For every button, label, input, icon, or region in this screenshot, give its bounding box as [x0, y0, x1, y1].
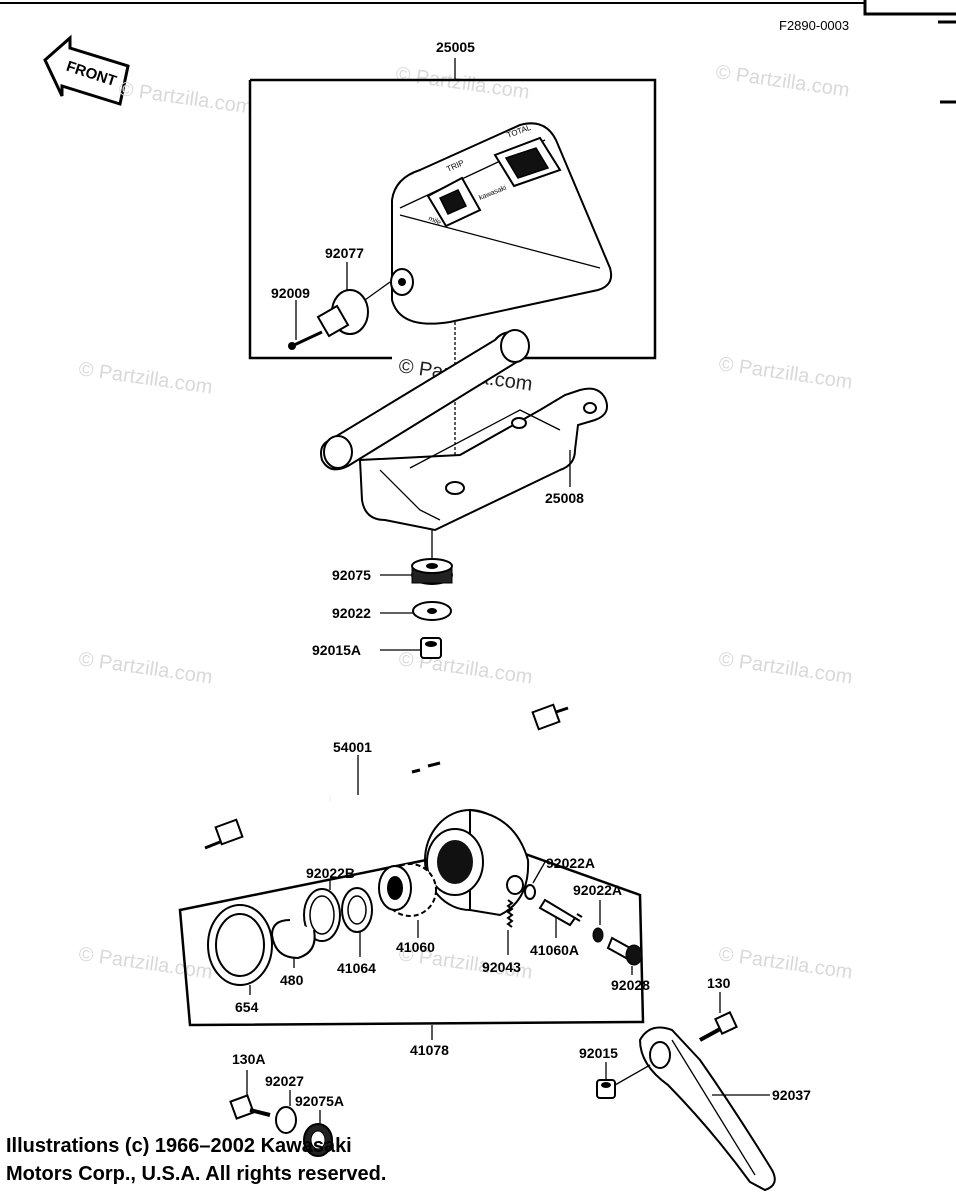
corner-mark — [863, 0, 956, 16]
spring-92043: 92043 — [482, 899, 521, 975]
svg-text:© Partzilla.com: © Partzilla.com — [717, 648, 854, 689]
bracket-25008: 25008 — [320, 329, 608, 532]
shaft-41060A: 41060A — [530, 898, 583, 958]
meter-housing: TRIP TOTAL mile kawasaki — [390, 122, 613, 325]
gear-41060: 41060 — [378, 863, 437, 955]
cable-54001: 54001 — [204, 703, 569, 850]
svg-text:© Partzilla.com: © Partzilla.com — [717, 353, 854, 394]
nut-92015: 92015 — [579, 1045, 651, 1099]
svg-text:480: 480 — [280, 972, 304, 988]
assembly-box-25005 — [248, 80, 392, 360]
ring-92022B: 92022B — [303, 865, 355, 942]
svg-text:41060A: 41060A — [530, 942, 579, 958]
svg-text:92022: 92022 — [332, 605, 371, 621]
grommet-92075A: 92075A — [295, 1093, 344, 1157]
svg-text:© Partzilla.com: © Partzilla.com — [397, 648, 534, 689]
svg-text:41064: 41064 — [337, 960, 376, 976]
diagram-code: F2890-0003 — [779, 18, 850, 33]
svg-text:41060: 41060 — [396, 939, 435, 955]
svg-text:92077: 92077 — [325, 245, 364, 261]
svg-text:130A: 130A — [232, 1051, 265, 1067]
svg-text:92028: 92028 — [611, 977, 650, 993]
washer-92022: 92022 — [332, 601, 452, 621]
svg-text:25008: 25008 — [545, 490, 584, 506]
front-arrow-icon: FRONT — [43, 34, 130, 106]
svg-text:© Partzilla.com: © Partzilla.com — [717, 943, 854, 984]
screw-92009: 92009 — [271, 285, 323, 350]
washer-92022A-2: 92022A — [573, 882, 622, 943]
total-window — [493, 136, 562, 188]
svg-text:92015A: 92015A — [312, 642, 361, 658]
label-25005: 25005 — [436, 39, 475, 55]
svg-text:© Partzilla.com: © Partzilla.com — [714, 61, 851, 102]
knob-92077: 92077 — [316, 245, 391, 338]
copyright-line-2: Motors Corp., U.S.A. All rights reserved… — [6, 1163, 387, 1185]
copyright-line-1: Illustrations (c) 1966–2002 Kawasaki — [6, 1135, 352, 1157]
bushing-92028: 92028 — [606, 936, 650, 993]
svg-text:© Partzilla.com: © Partzilla.com — [117, 78, 254, 119]
svg-text:654: 654 — [235, 999, 259, 1015]
svg-text:© Partzilla.com: © Partzilla.com — [77, 358, 214, 399]
svg-text:92022A: 92022A — [573, 882, 622, 898]
svg-text:130: 130 — [707, 975, 731, 991]
svg-text:92075A: 92075A — [295, 1093, 344, 1109]
washer-41064: 41064 — [337, 887, 376, 976]
grommet-92075: 92075 — [332, 530, 453, 585]
svg-text:92022A: 92022A — [546, 855, 595, 871]
svg-text:© Partzilla.com: © Partzilla.com — [77, 943, 214, 984]
svg-text:mile: mile — [427, 215, 442, 226]
bolt-130A: 130A — [229, 1051, 271, 1120]
svg-text:54001: 54001 — [333, 739, 372, 755]
washer-92022A-1: 92022A — [524, 855, 595, 900]
svg-text:92027: 92027 — [265, 1073, 304, 1089]
svg-text:© Partzilla.com: © Partzilla.com — [394, 63, 531, 104]
circlip-480: 480 — [270, 919, 316, 988]
svg-text:© Partzilla.com: © Partzilla.com — [77, 648, 214, 689]
svg-text:92022B: 92022B — [306, 865, 355, 881]
svg-text:41078: 41078 — [410, 1042, 449, 1058]
svg-text:92015: 92015 — [579, 1045, 618, 1061]
svg-text:92009: 92009 — [271, 285, 310, 301]
gear-housing — [424, 808, 530, 917]
collar-92027: 92027 — [265, 1073, 304, 1134]
copyright-notice: Illustrations (c) 1966–2002 Kawasaki Mot… — [6, 1132, 386, 1188]
trip-window — [426, 176, 482, 228]
bolt-130: 130 — [699, 975, 738, 1042]
svg-text:92037: 92037 — [772, 1087, 811, 1103]
assembly-box-25005-right — [250, 78, 657, 360]
svg-text:92075: 92075 — [332, 567, 371, 583]
bracket-92037: 92037 — [638, 1026, 811, 1192]
seal-654: 654 — [207, 904, 273, 1015]
svg-text:92043: 92043 — [482, 959, 521, 975]
nut-92015A: 92015A — [312, 637, 442, 659]
